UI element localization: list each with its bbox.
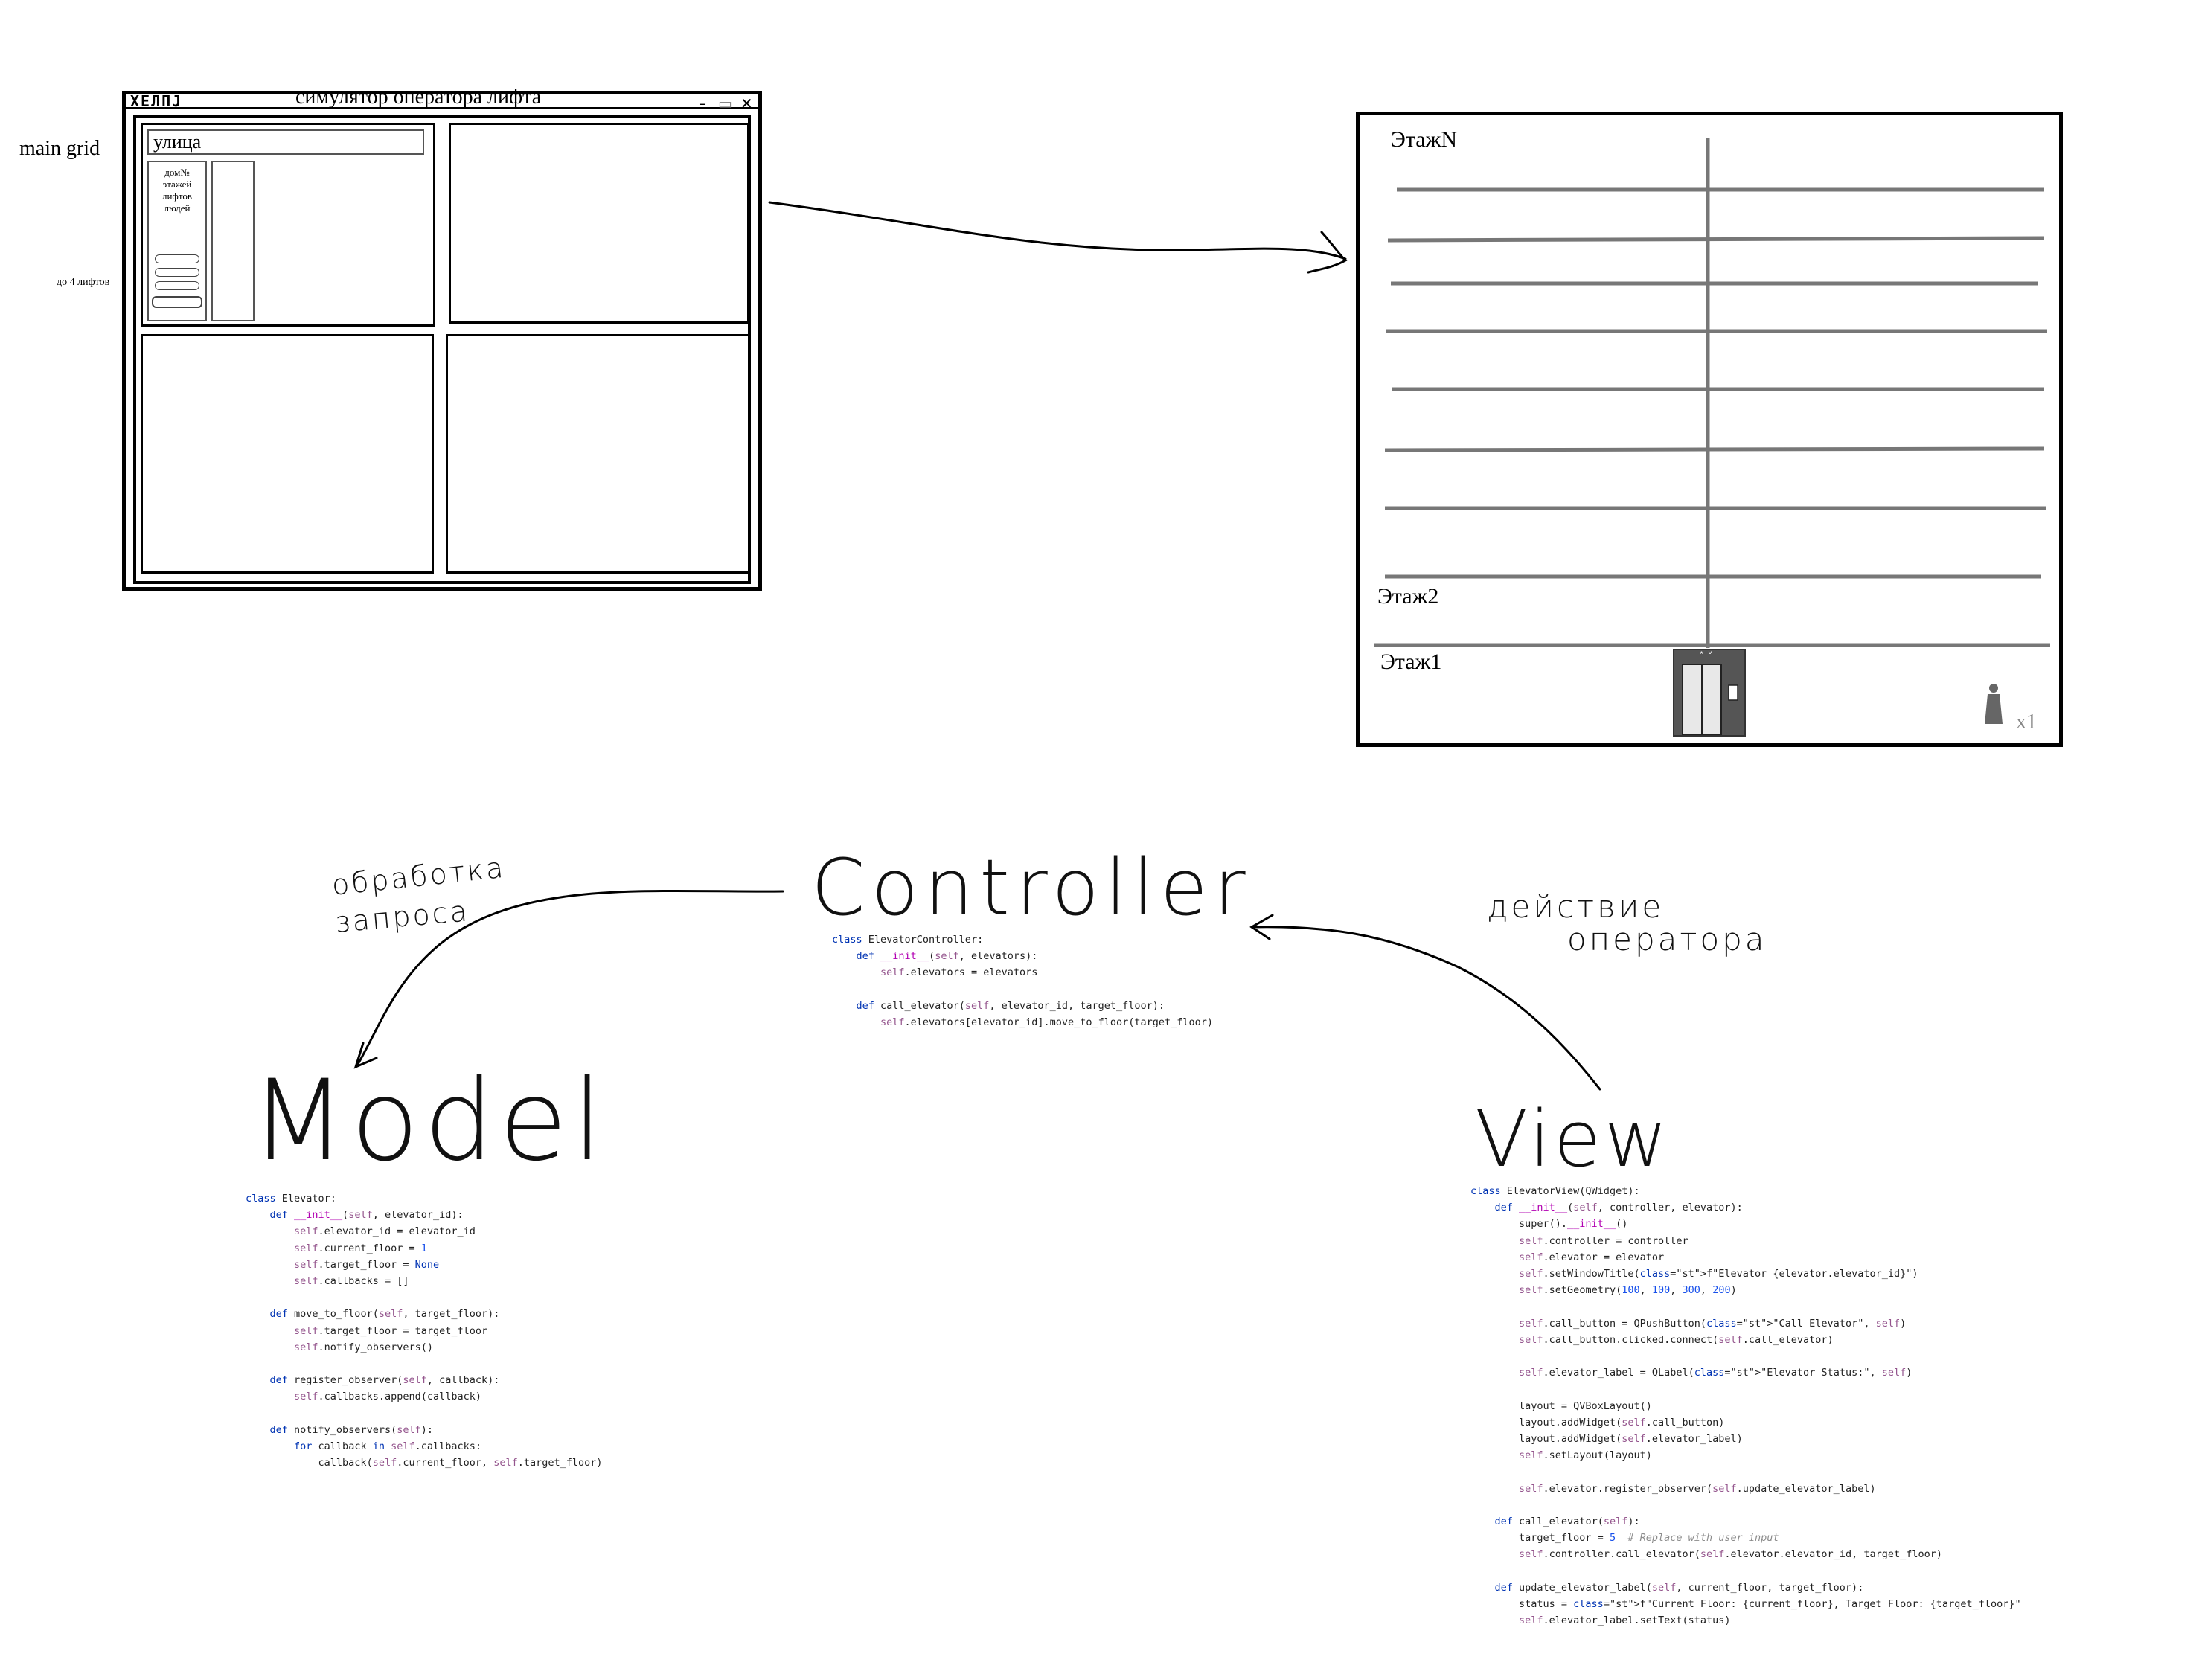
code-line: def update_elevator_label(self, current_… xyxy=(1494,1581,1864,1594)
code-line: def __init__(self, elevator_id): xyxy=(269,1209,464,1222)
title-bar-menu-glyphs: ХЕЛПЈ xyxy=(130,92,183,110)
code-line: def call_elevator(self): xyxy=(1494,1516,1640,1528)
code-line: class ElevatorController: xyxy=(832,934,984,946)
svg-text:˄ ˅: ˄ ˅ xyxy=(1699,651,1712,663)
code-line: layout = QVBoxLayout() xyxy=(1519,1400,1652,1412)
code-line: self.target_floor = None xyxy=(294,1258,440,1271)
house-number-label: дом№ xyxy=(164,167,190,178)
code-line: status = class="st">f"Current Floor: {cu… xyxy=(1470,1598,2021,1611)
code-line: def move_to_floor(self, target_floor): xyxy=(269,1308,500,1321)
building-floors-svg: ˄ ˅ xyxy=(1374,138,2050,737)
code-line: self.setLayout(layout) xyxy=(1519,1449,1652,1462)
main-grid-label: main grid xyxy=(19,137,100,160)
floor-line xyxy=(1387,236,2045,243)
elevators-label: лифтов xyxy=(161,190,192,202)
code-line: class ElevatorView(QWidget): xyxy=(1470,1185,1640,1197)
controller-code: class ElevatorController: def __init__(s… xyxy=(832,932,1213,1030)
close-icon[interactable]: ✕ xyxy=(740,94,753,112)
house-button-4[interactable] xyxy=(152,296,202,308)
grid-cell-2 xyxy=(449,123,749,324)
house-button-2[interactable] xyxy=(155,268,199,277)
code-line: self.elevators[elevator_id].move_to_floo… xyxy=(880,1016,1214,1029)
code-line: self.elevator_label = QLabel(class="st">… xyxy=(1519,1367,1912,1379)
code-line: self.elevator_label.setText(status) xyxy=(1519,1615,1731,1627)
code-line: def register_observer(self, callback): xyxy=(269,1374,500,1387)
code-line: callback(self.current_floor, self.target… xyxy=(246,1457,603,1469)
arrow-left-label-line1: обработка xyxy=(330,850,508,902)
code-line: self.notify_observers() xyxy=(294,1341,433,1353)
code-line: self.callbacks = [] xyxy=(294,1275,409,1288)
main-grid: улица дом№ этажей лифтов людей xyxy=(133,115,751,584)
code-line: self.call_button.clicked.connect(self.ca… xyxy=(1519,1333,1834,1346)
arrowhead-controller xyxy=(1249,914,1274,940)
arrow-window-to-building xyxy=(768,201,1347,260)
code-line: self.current_floor = 1 xyxy=(294,1242,427,1254)
people-label: людей xyxy=(164,202,191,214)
arrow-left-label-line2: запроса xyxy=(333,894,471,939)
house-button-3[interactable] xyxy=(155,281,199,290)
code-line: self.elevator.register_observer(self.upd… xyxy=(1519,1482,1876,1495)
code-line: super().__init__() xyxy=(1470,1218,1628,1231)
code-line: self.elevators = elevators xyxy=(880,966,1038,979)
building-view: ˄ ˅ ЭтажN Этаж2 Этаж1 x1 xyxy=(1356,112,2063,747)
view-code: class ElevatorView(QWidget): def __init_… xyxy=(1470,1183,2021,1629)
person-icon xyxy=(1985,684,2003,724)
controller-title: Controller xyxy=(811,842,1252,933)
arrow-view-to-controller xyxy=(1250,926,1601,1091)
arrow-right-label-line2: оператора xyxy=(1567,921,1767,958)
window-title-bar: ХЕЛПЈ симулятор оператора лифта – ▭ ✕ xyxy=(126,86,758,112)
minimize-icon[interactable]: – xyxy=(699,94,706,112)
grid-cell-4 xyxy=(446,334,751,574)
code-line: def __init__(self, controller, elevator)… xyxy=(1494,1202,1743,1214)
maximize-icon[interactable]: ▭ xyxy=(718,94,732,112)
floors-label: этажей xyxy=(162,179,192,190)
grid-cell-1: улица дом№ этажей лифтов людей xyxy=(141,123,435,327)
code-line: self.setWindowTitle(class="st">f"Elevato… xyxy=(1519,1268,1918,1280)
street-field[interactable]: улица xyxy=(147,129,424,155)
code-line: self.target_floor = target_floor xyxy=(294,1324,488,1337)
floor-line xyxy=(1384,446,2045,452)
code-line: def call_elevator(self, elevator_id, tar… xyxy=(856,999,1165,1012)
simulator-window-wireframe: ХЕЛПЈ симулятор оператора лифта – ▭ ✕ ул… xyxy=(122,86,762,591)
code-line: def __init__(self, elevators): xyxy=(856,950,1038,963)
floor-1-label: Этаж1 xyxy=(1380,650,1442,674)
elevator-shaft-column xyxy=(211,161,255,321)
model-title: Model xyxy=(250,1057,608,1186)
grid-cell-3 xyxy=(141,334,434,574)
code-line: for callback in self.callbacks: xyxy=(294,1440,482,1453)
floor-2-label: Этаж2 xyxy=(1377,584,1439,609)
code-line: self.controller = controller xyxy=(1519,1234,1688,1247)
code-line: self.elevator = elevator xyxy=(1519,1251,1665,1263)
floor-n-label: ЭтажN xyxy=(1391,127,1457,152)
code-line: self.controller.call_elevator(self.eleva… xyxy=(1519,1548,1942,1561)
person-count: x1 xyxy=(2016,711,2037,734)
code-line: self.callbacks.append(callback) xyxy=(294,1391,481,1403)
arrowhead-right xyxy=(1307,231,1348,274)
arrow-right-label-line1: действие xyxy=(1487,888,1665,925)
house-info-panel: дом№ этажей лифтов людей xyxy=(147,161,207,321)
elevator-cabin-icon: ˄ ˅ xyxy=(1673,649,1746,737)
house-button-1[interactable] xyxy=(155,254,199,263)
view-title: View xyxy=(1475,1094,1671,1184)
code-line: self.elevator_id = elevator_id xyxy=(294,1225,476,1238)
code-line: def notify_observers(self): xyxy=(269,1423,433,1436)
code-line: layout.addWidget(self.call_button) xyxy=(1470,1416,1725,1429)
code-line: self.call_button = QPushButton(class="st… xyxy=(1519,1317,1907,1330)
model-code: class Elevator: def __init__(self, eleva… xyxy=(246,1190,603,1471)
code-line: self.setGeometry(100, 100, 300, 200) xyxy=(1519,1284,1737,1297)
window-title: симулятор оператора лифта xyxy=(295,86,542,109)
max-elevators-label: до 4 лифтов xyxy=(57,277,110,288)
code-line: target_floor = 5 # Replace with user inp… xyxy=(1470,1532,1779,1545)
code-line: layout.addWidget(self.elevator_label) xyxy=(1470,1433,1743,1446)
code-line: class Elevator: xyxy=(246,1193,336,1205)
